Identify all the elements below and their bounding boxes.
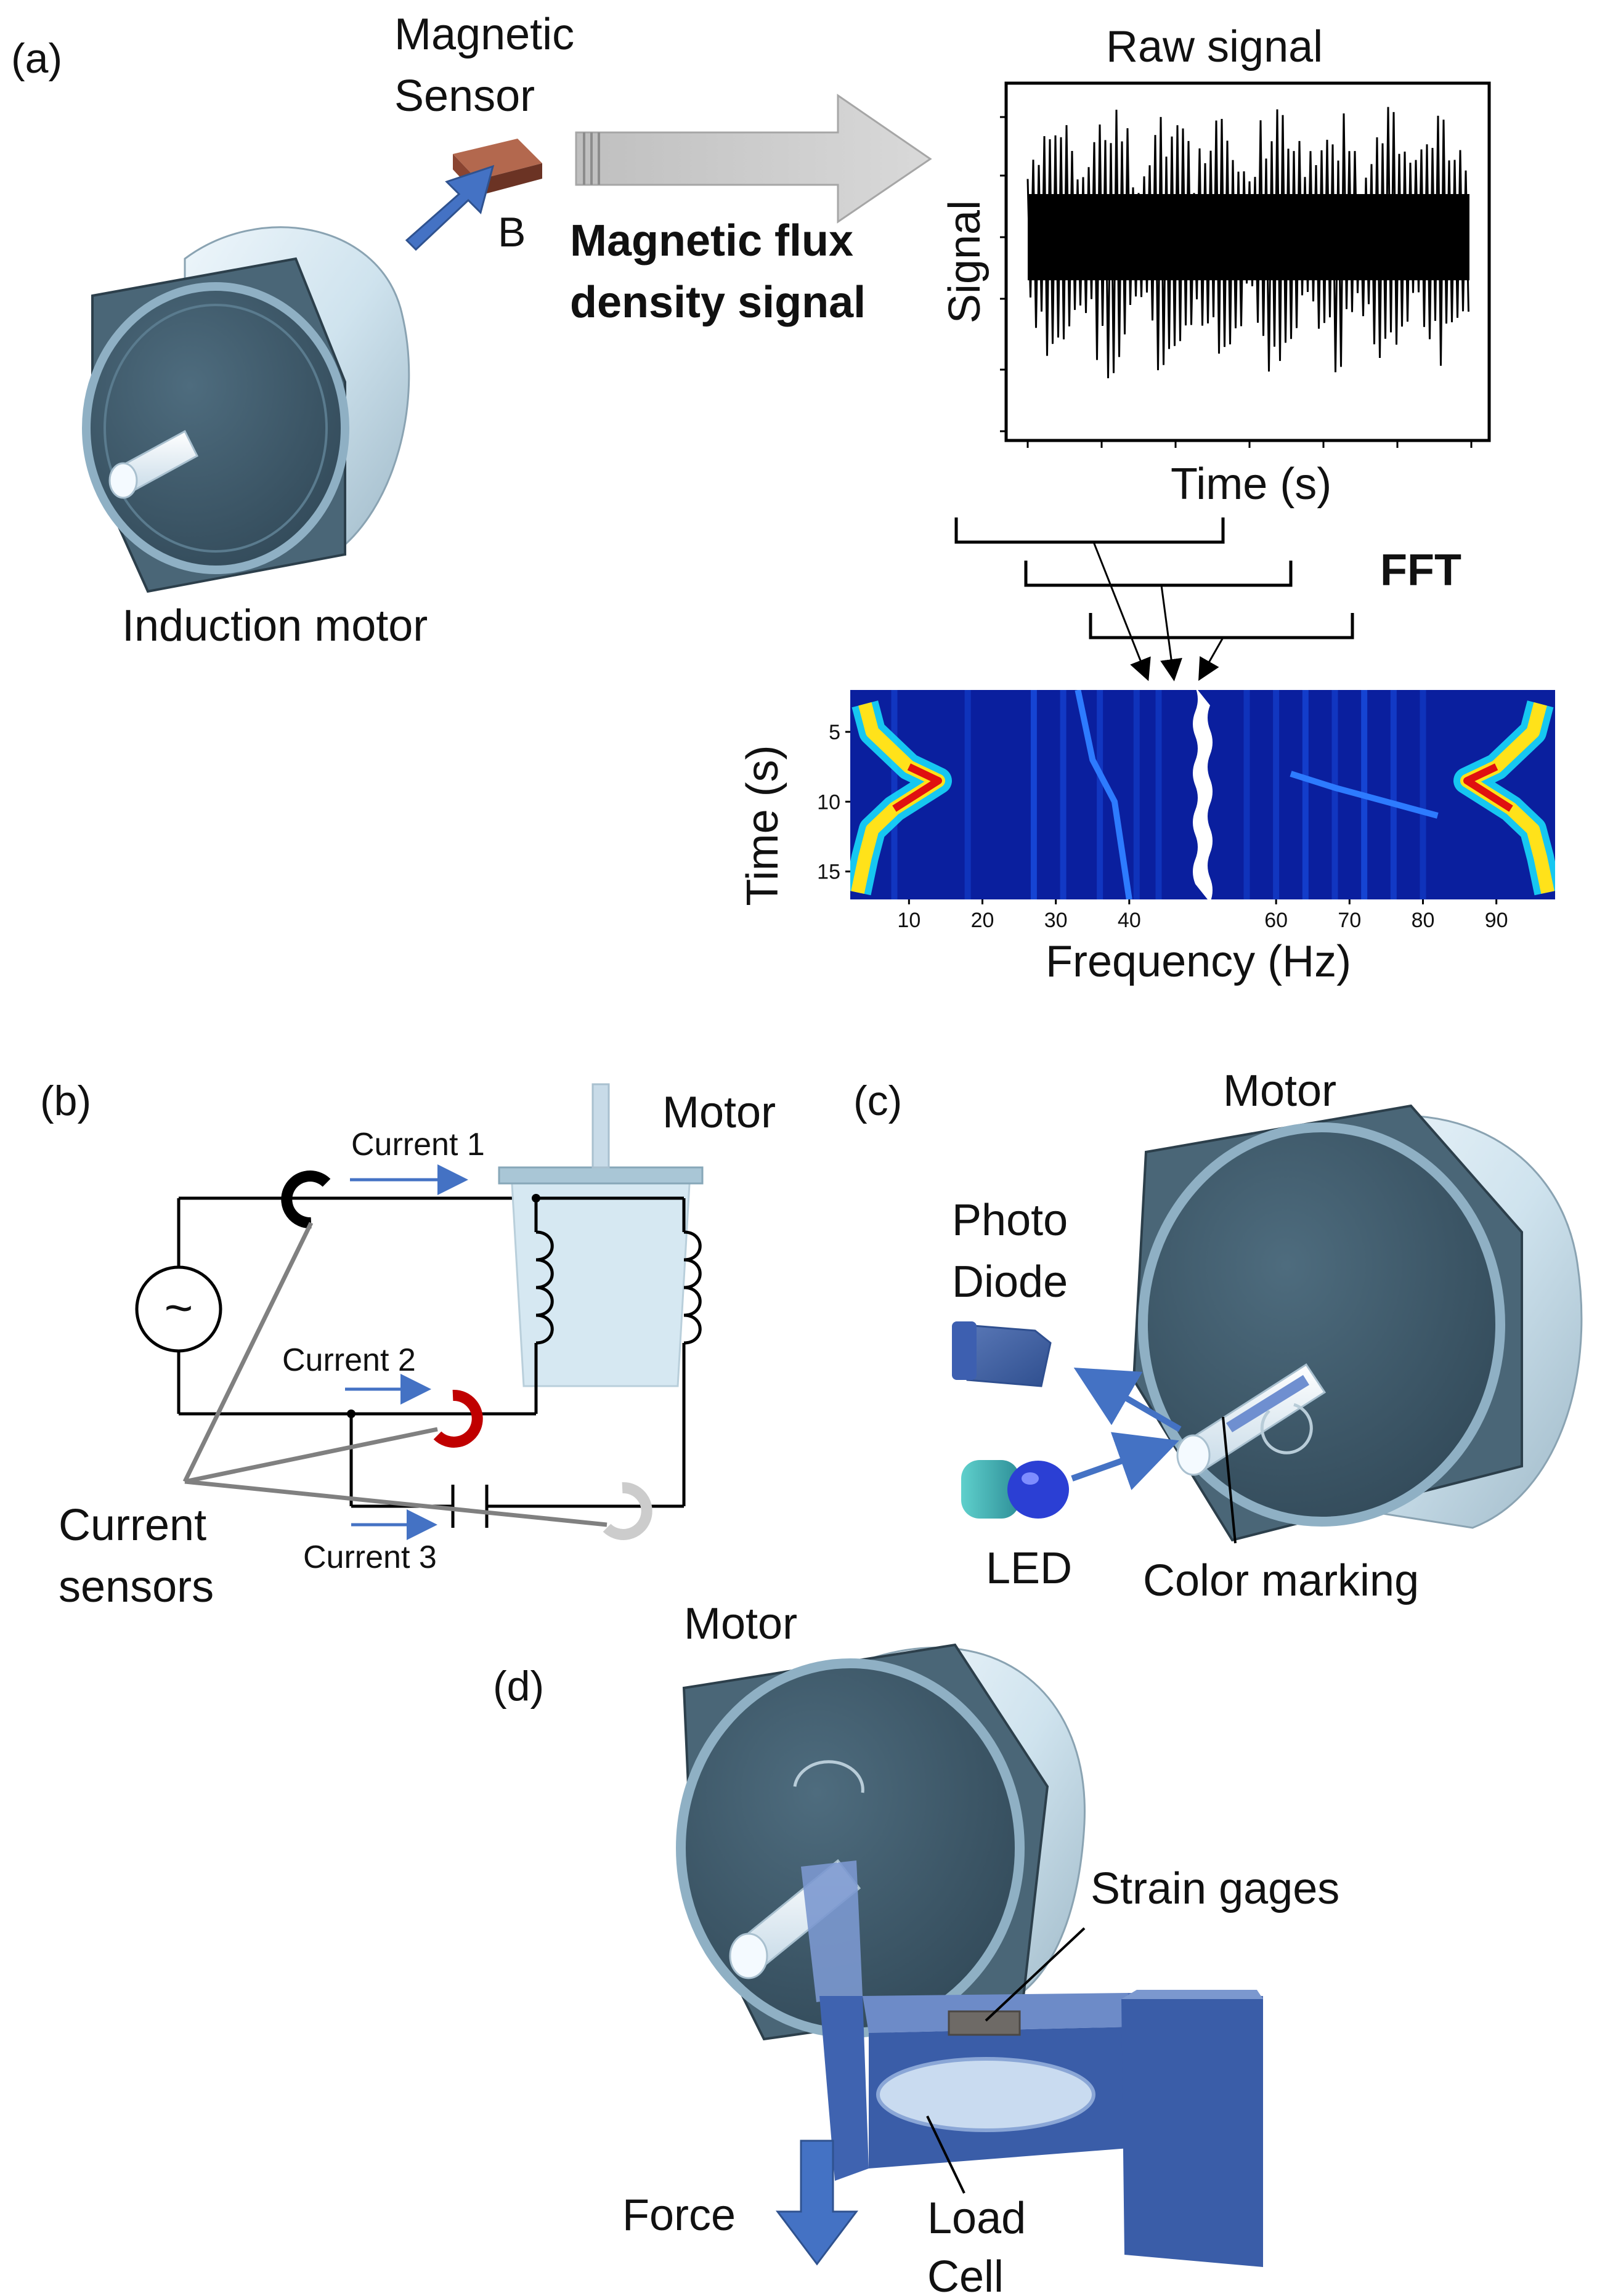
- current-sensor-3-icon: [603, 1482, 652, 1540]
- spectrogram-streak: [1302, 690, 1309, 899]
- spectrogram-streak: [1030, 690, 1037, 899]
- spectrogram-streak: [1243, 690, 1250, 899]
- current-2-label: Current 2: [282, 1342, 416, 1378]
- circuit: [177, 1083, 704, 1528]
- current-3-label: Current 3: [303, 1539, 437, 1575]
- photo-diode-line2: Diode: [952, 1257, 1068, 1307]
- current-sensor-1-icon: [281, 1170, 331, 1229]
- field-arrow-icon: [405, 164, 495, 251]
- led-label: LED: [986, 1544, 1072, 1593]
- spectrogram-x-tick-label: 40: [1118, 909, 1141, 932]
- raw-signal-waveform: [1026, 107, 1469, 379]
- induction-motor: [82, 226, 410, 593]
- spectrogram-streak: [1155, 690, 1162, 899]
- sensor-label-line1: Magnetic: [394, 10, 574, 59]
- spectrogram-ridge-core: [1463, 763, 1513, 812]
- signal-flow-arrow: [575, 94, 932, 224]
- strain-gages-label: Strain gages: [1091, 1864, 1339, 1913]
- spectrogram-ticks: 5 10 15 10 20 30 40 60 70 80 90: [817, 721, 1508, 932]
- spectrogram-streak: [1420, 690, 1426, 899]
- spectrogram-y-tick-label: 15: [817, 861, 840, 884]
- spectrogram-x-tick-label: 70: [1338, 909, 1361, 932]
- motor-d: [676, 1643, 1086, 2041]
- current-1-label: Current 1: [351, 1127, 485, 1162]
- fft-windows: [954, 517, 1354, 681]
- signal-label-line1: Magnetic flux: [570, 216, 853, 266]
- panel-a-label: (a): [11, 35, 62, 82]
- spectrogram-y-tick-label: 10: [817, 790, 840, 814]
- ac-source-symbol: ~: [165, 1280, 193, 1335]
- spectrogram-streak: [964, 690, 971, 899]
- spectrogram-streak: [1097, 690, 1103, 899]
- spectrogram: [850, 687, 1555, 903]
- spectrogram-ridge-core: [892, 763, 942, 812]
- spectrogram-y-tick-label: 5: [829, 721, 840, 744]
- force-label: Force: [622, 2191, 736, 2240]
- spectrogram-ylabel: Time (s): [738, 745, 787, 906]
- force-arrow-icon: [775, 2140, 859, 2266]
- motor-label-c: Motor: [1223, 1066, 1336, 1116]
- spectrogram-x-tick-label: 90: [1485, 909, 1508, 932]
- raw-signal-ticks: [1000, 116, 1473, 448]
- photo-diode-icon: [952, 1321, 1052, 1387]
- spectrogram-x-tick-label: 10: [897, 909, 920, 932]
- field-label: B: [498, 209, 526, 256]
- led-icon: [961, 1460, 1069, 1519]
- raw-signal-ylabel: Signal: [940, 200, 989, 323]
- spectrogram-streak: [1060, 690, 1067, 899]
- sensor-leader-lines: [182, 1222, 608, 1527]
- raw-signal-xlabel: Time (s): [1171, 460, 1331, 509]
- motor-c: [1132, 1104, 1583, 1542]
- spectrogram-x-tick-label: 60: [1264, 909, 1288, 932]
- ac-source-icon: ~: [135, 1265, 222, 1353]
- motor-label-a: Induction motor: [122, 601, 428, 651]
- sensor-label-line2: Sensor: [394, 71, 535, 121]
- raw-signal-title: Raw signal: [1106, 22, 1323, 71]
- spectrogram-xlabel: Frequency (Hz): [1046, 937, 1351, 986]
- load-cell-line2: Cell: [927, 2252, 1004, 2296]
- spectrogram-trace: [1290, 771, 1439, 819]
- raw-signal-dense-band: [1028, 194, 1469, 280]
- spectrogram-x-tick-label: 20: [971, 909, 994, 932]
- spectrogram-x-tick-label: 80: [1412, 909, 1435, 932]
- signal-label-line2: density signal: [570, 278, 866, 327]
- motor-label-d: Motor: [684, 1599, 797, 1649]
- load-cell-icon: [801, 1860, 1263, 2267]
- current-sensor-2-icon: [433, 1389, 483, 1448]
- panel-d-label: (d): [493, 1663, 544, 1710]
- load-cell-line1: Load: [927, 2194, 1026, 2243]
- panel-b-label: (b): [40, 1077, 91, 1124]
- current-sensors-line2: sensors: [59, 1562, 214, 1612]
- spectrogram-streak: [1133, 690, 1140, 899]
- panel-c-label: (c): [853, 1077, 902, 1124]
- spectrogram-streak: [1331, 690, 1338, 899]
- spectrogram-break: [1193, 687, 1213, 903]
- spectrogram-streak: [1273, 690, 1280, 899]
- motor-label-b: Motor: [662, 1088, 776, 1137]
- spectrogram-streak: [1390, 690, 1397, 899]
- spectrogram-trace: [1075, 690, 1132, 899]
- fft-label: FFT: [1380, 546, 1461, 595]
- color-marking-label: Color marking: [1143, 1556, 1419, 1605]
- current-sensors-line1: Current: [59, 1501, 206, 1550]
- spectrogram-x-tick-label: 30: [1044, 909, 1068, 932]
- photo-diode-line1: Photo: [952, 1196, 1068, 1245]
